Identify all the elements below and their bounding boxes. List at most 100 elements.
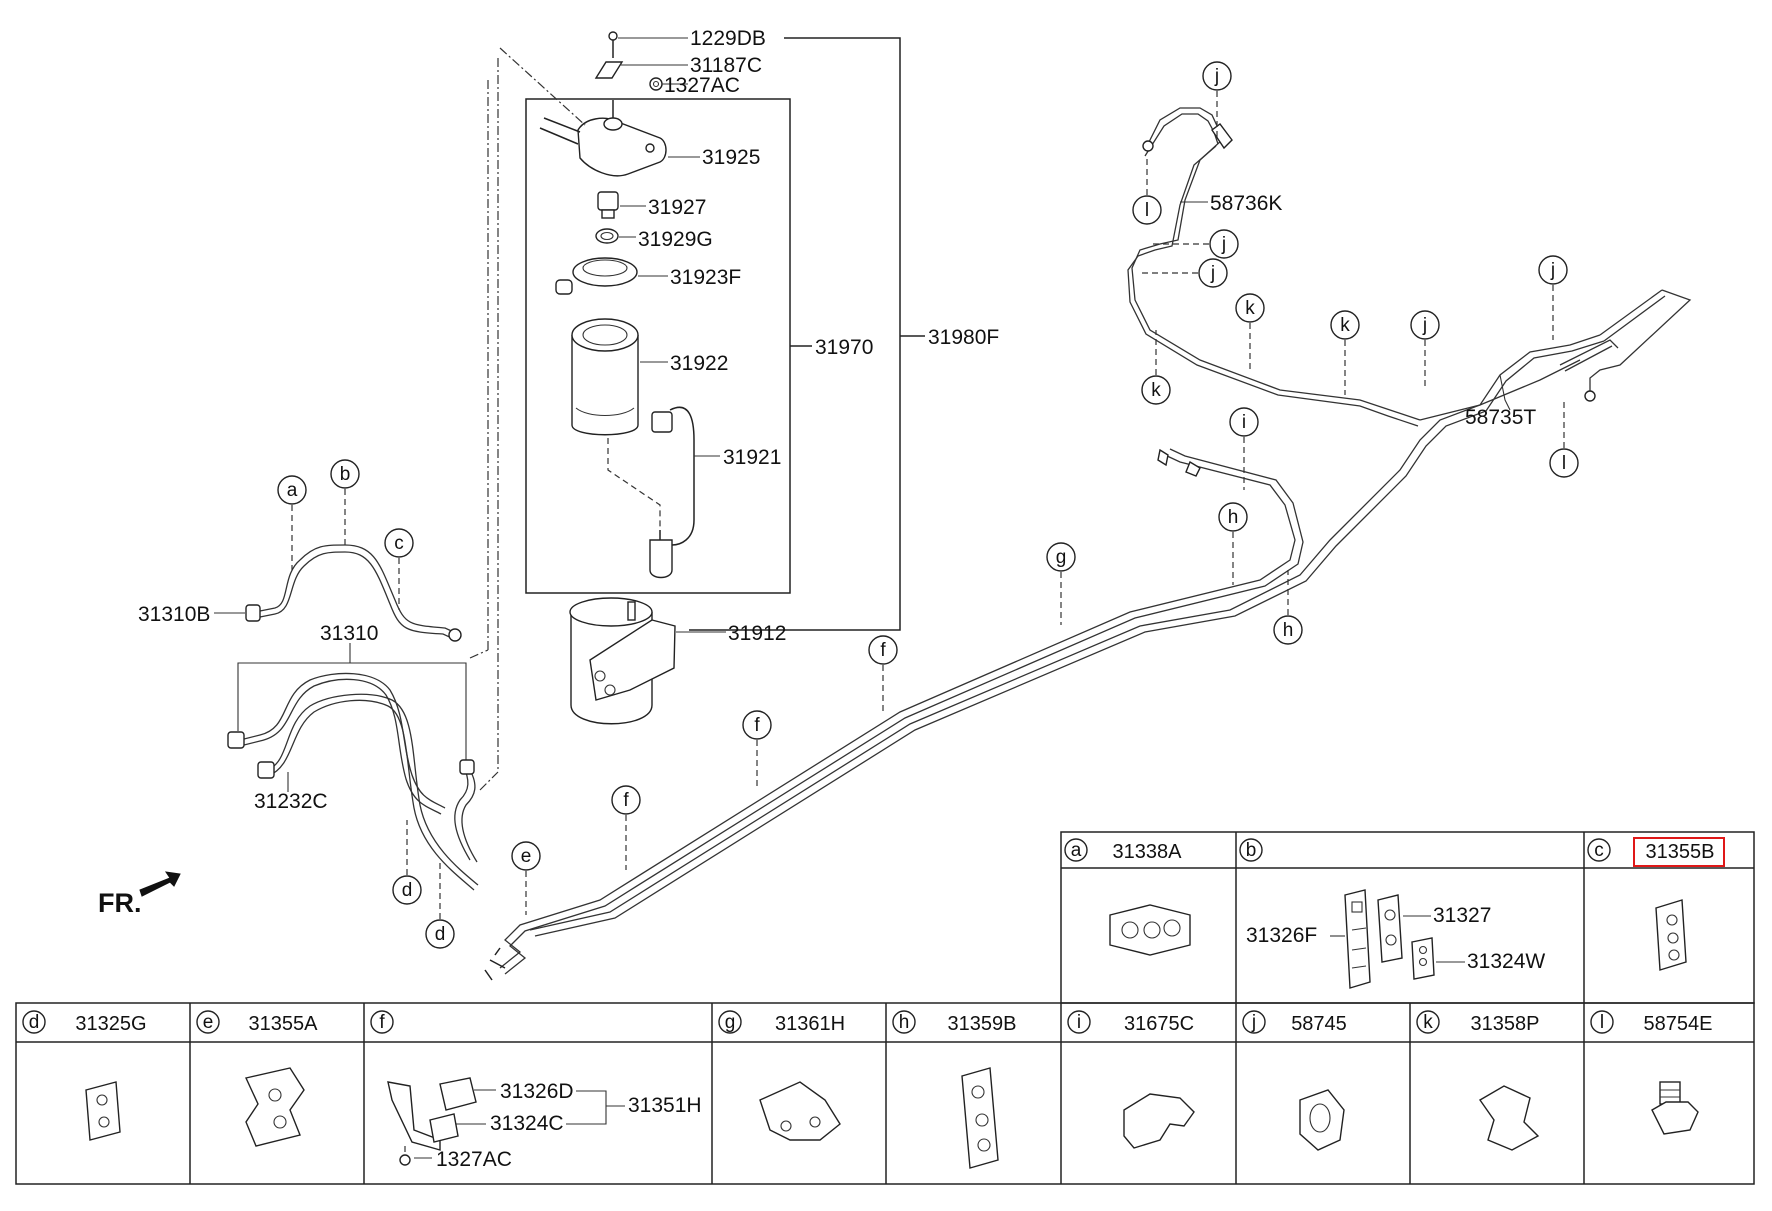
screw-1229DB xyxy=(608,31,688,58)
legend-letter-b: b xyxy=(1246,840,1257,861)
legend-cell-c: c 31355B xyxy=(1587,838,1715,863)
callout-j: j xyxy=(1410,310,1440,390)
legend-letter-h: h xyxy=(899,1012,910,1033)
legend-letter-l: l xyxy=(1600,1012,1604,1033)
callout-j: j xyxy=(1202,61,1232,140)
label-31326D: 31326D xyxy=(500,1080,574,1103)
callout-letter-f: f xyxy=(880,640,886,661)
callout-letter-l: l xyxy=(1145,200,1149,221)
filter-element-31922 xyxy=(571,318,668,436)
legend-letter-k: k xyxy=(1423,1012,1433,1033)
label-58736K: 58736K xyxy=(1210,192,1282,215)
callout-k: k xyxy=(1330,310,1360,395)
filter-cap-31923F xyxy=(555,257,668,295)
callout-letter-e: e xyxy=(521,846,532,867)
callout-letter-f: f xyxy=(754,715,760,736)
clip-31355A xyxy=(245,1067,305,1147)
callout-j: j xyxy=(1150,229,1239,259)
callout-letter-k: k xyxy=(1340,315,1350,336)
bracket-31187C xyxy=(594,61,688,79)
callout-letter-f: f xyxy=(623,790,629,811)
legend-letter-c: c xyxy=(1594,840,1604,861)
part-labels: 1229DB 31187C 1327AC 31925 31927 31929G … xyxy=(138,27,1536,813)
label-58735T: 58735T xyxy=(1465,406,1536,429)
clip-31324C-bracket xyxy=(387,1077,477,1166)
clip-31361H xyxy=(759,1081,841,1141)
legend-letter-e: e xyxy=(203,1012,214,1033)
front-direction-indicator: FR. xyxy=(98,871,181,918)
fitting-58754E xyxy=(1651,1081,1699,1135)
callout-letter-j: j xyxy=(1214,66,1219,87)
clip-58745 xyxy=(1299,1089,1345,1151)
legend-part-g: 31361H xyxy=(775,1013,845,1035)
callout-letter-j: j xyxy=(1550,260,1555,281)
label-31970: 31970 xyxy=(815,336,873,359)
callout-letter-c: c xyxy=(394,533,404,554)
legend-part-j: 58745 xyxy=(1291,1013,1347,1035)
clip-31327 xyxy=(1377,894,1403,963)
callout-letter-j: j xyxy=(1422,315,1427,336)
callout-letter-k: k xyxy=(1151,380,1161,401)
label-1327AC-top: 1327AC xyxy=(664,74,740,97)
callout-l: l xyxy=(1132,155,1162,225)
label-31324C: 31324C xyxy=(490,1112,564,1135)
legend-cell-k: k 31358P xyxy=(1416,1010,1540,1035)
label-31912: 31912 xyxy=(728,622,786,645)
callout-letter-d: d xyxy=(435,924,446,945)
callout-k: k xyxy=(1235,293,1265,370)
callout-j: j xyxy=(1538,255,1568,340)
callout-h: h xyxy=(1218,502,1248,585)
clip-31325G xyxy=(85,1081,121,1141)
label-31326F: 31326F xyxy=(1246,924,1317,947)
pipe-58735T xyxy=(1419,289,1692,421)
callout-h: h xyxy=(1273,570,1303,645)
clip-31359B xyxy=(961,1067,999,1169)
o-ring-31929G xyxy=(595,228,636,244)
clip-31358P xyxy=(1478,1085,1540,1151)
label-31324W: 31324W xyxy=(1467,950,1545,973)
callout-letter-d: d xyxy=(402,880,413,901)
pipe-31310B xyxy=(214,544,462,642)
legend-cell-e: e 31355A xyxy=(196,1010,319,1035)
legend-part-i: 31675C xyxy=(1124,1013,1194,1035)
water-sensor-31921 xyxy=(607,406,720,579)
callout-letter-b: b xyxy=(340,464,351,485)
callout-e: e xyxy=(511,841,541,915)
clip-31355B xyxy=(1655,899,1687,971)
label-31310B: 31310B xyxy=(138,603,210,626)
legend-part-k: 31358P xyxy=(1471,1013,1540,1035)
clip-31326F xyxy=(1344,889,1371,989)
callout-f: f xyxy=(742,710,772,790)
callout-l: l xyxy=(1549,400,1579,478)
callout-letter-j: j xyxy=(1210,263,1215,284)
legend-letter-d: d xyxy=(29,1012,40,1033)
legend-part-e: 31355A xyxy=(249,1013,319,1035)
label-31232C: 31232C xyxy=(254,790,328,813)
clip-31675C xyxy=(1123,1093,1195,1149)
pipe-58736K xyxy=(1127,107,1421,427)
filter-head-31925 xyxy=(539,100,700,177)
legend-letter-f: f xyxy=(379,1012,385,1033)
legend-part-c: 31355B xyxy=(1646,841,1715,863)
callout-d: d xyxy=(425,860,455,949)
legend-part-h: 31359B xyxy=(948,1013,1017,1035)
legend-cell-d: d 31325G xyxy=(22,1010,147,1035)
callout-j: j xyxy=(1140,258,1228,288)
filter-housing-31912 xyxy=(569,597,726,725)
callout-letter-h: h xyxy=(1283,620,1294,641)
front-label: FR. xyxy=(98,888,142,918)
label-31925: 31925 xyxy=(702,146,760,169)
legend-part-d: 31325G xyxy=(75,1013,146,1035)
callout-letter-k: k xyxy=(1245,298,1255,319)
legend-cell-j: j 58745 xyxy=(1242,1010,1347,1035)
label-31927: 31927 xyxy=(648,196,706,219)
legend-letter-j: j xyxy=(1251,1012,1256,1033)
label-31923F: 31923F xyxy=(670,266,741,289)
